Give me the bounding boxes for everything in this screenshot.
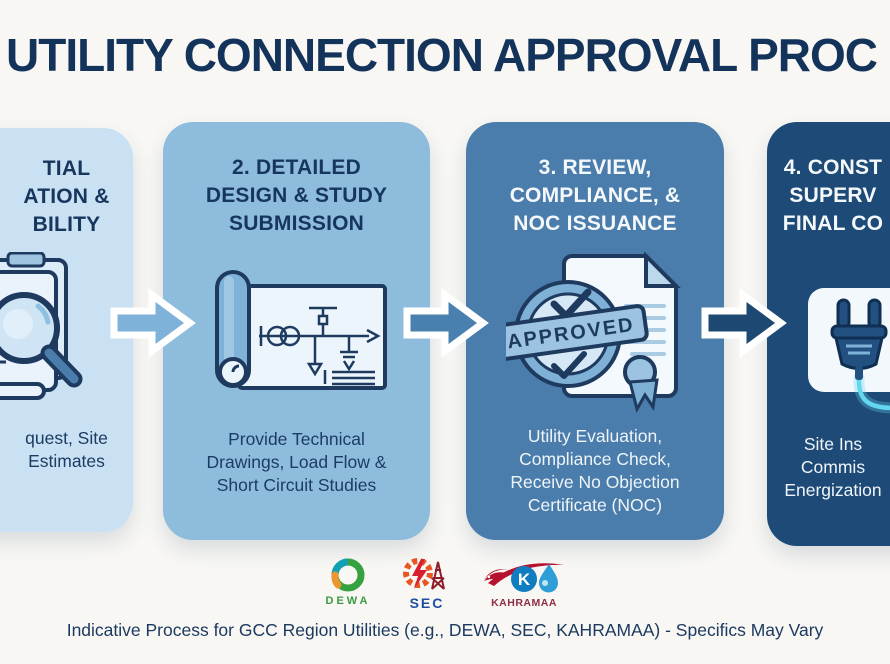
step-4-description: Site Ins Commis Energization: [776, 433, 890, 502]
utility-logos-row: DEWA SEC K KAHRAMAA: [0, 556, 890, 611]
step-3-title-line: 3. REVIEW,: [538, 156, 652, 179]
flow-arrow-2-icon: [403, 288, 489, 358]
step-card-3: 3. REVIEW, COMPLIANCE, & NOC ISSUANCE A: [466, 122, 724, 540]
approved-certificate-icon: APPROVED: [506, 252, 681, 413]
step-2-description: Provide Technical Drawings, Load Flow & …: [163, 428, 430, 497]
footer-disclaimer: Indicative Process for GCC Region Utilit…: [66, 620, 824, 640]
step-2-description-line: Short Circuit Studies: [216, 475, 377, 495]
step-3-title-line: COMPLIANCE, &: [509, 184, 681, 207]
step-1-description: quest, Site Estimates: [0, 427, 133, 473]
flow-arrow-3-icon: [701, 288, 787, 358]
step-card-2: 2. DETAILED DESIGN & STUDY SUBMISSION: [163, 122, 430, 540]
step-1-title: TIAL ATION & BILITY: [0, 155, 133, 239]
sec-logo-label: SEC: [409, 595, 445, 611]
step-1-title-line: TIAL: [42, 157, 91, 180]
step-3-description-line: Utility Evaluation,: [527, 426, 663, 446]
step-4-title-line: FINAL CO: [782, 212, 884, 235]
step-2-title-line: SUBMISSION: [228, 212, 364, 235]
step-4-description-line: Commis: [800, 457, 866, 477]
step-4-title: 4. CONST SUPERV FINAL CO: [776, 154, 890, 238]
step-3-title-line: NOC ISSUANCE: [513, 212, 677, 235]
blueprint-schematic-icon: [215, 270, 387, 390]
step-3-description-line: Compliance Check,: [519, 449, 671, 469]
kahramaa-logo-label: KAHRAMAA: [491, 597, 557, 609]
step-2-title-line: DESIGN & STUDY: [205, 184, 388, 207]
power-plug-icon: [808, 288, 890, 414]
step-3-description-line: Receive No Objection: [510, 472, 680, 492]
dewa-swirl-icon: [331, 558, 365, 592]
step-3-description: Utility Evaluation, Compliance Check, Re…: [466, 425, 724, 517]
sec-gear-tower-icon: [403, 558, 445, 590]
sec-logo: SEC: [402, 556, 452, 611]
step-4-description-line: Energization: [784, 480, 882, 500]
step-4-title-line: SUPERV: [789, 184, 877, 207]
step-3-title: 3. REVIEW, COMPLIANCE, & NOC ISSUANCE: [466, 154, 724, 238]
step-1-description-line: quest, Site: [25, 428, 108, 448]
kahramaa-logo: K KAHRAMAA: [482, 556, 566, 609]
step-1-title-line: ATION &: [23, 185, 110, 208]
page-title: UTILITY CONNECTION APPROVAL PROC: [6, 29, 878, 81]
step-4-description-line: Site Ins: [803, 434, 863, 454]
step-card-4: 4. CONST SUPERV FINAL CO Site Ins Commis…: [767, 122, 890, 546]
flow-arrow-1-icon: [110, 288, 196, 358]
step-1-description-line: Estimates: [28, 451, 105, 471]
step-2-title-line: 2. DETAILED: [232, 156, 361, 179]
step-2-title: 2. DETAILED DESIGN & STUDY SUBMISSION: [163, 154, 430, 238]
kahramaa-k-monogram: K: [518, 570, 531, 589]
dewa-logo: DEWA: [324, 556, 372, 607]
step-2-description-line: Provide Technical: [228, 429, 365, 449]
dewa-logo-label: DEWA: [325, 595, 371, 607]
step-3-description-line: Certificate (NOC): [527, 495, 663, 515]
step-1-title-line: BILITY: [32, 213, 101, 236]
kahramaa-falcon-drop-icon: K: [484, 563, 564, 593]
step-2-description-line: Drawings, Load Flow &: [206, 452, 387, 472]
document-magnifier-icon: [0, 252, 83, 400]
step-4-title-line: 4. CONST: [783, 156, 883, 179]
